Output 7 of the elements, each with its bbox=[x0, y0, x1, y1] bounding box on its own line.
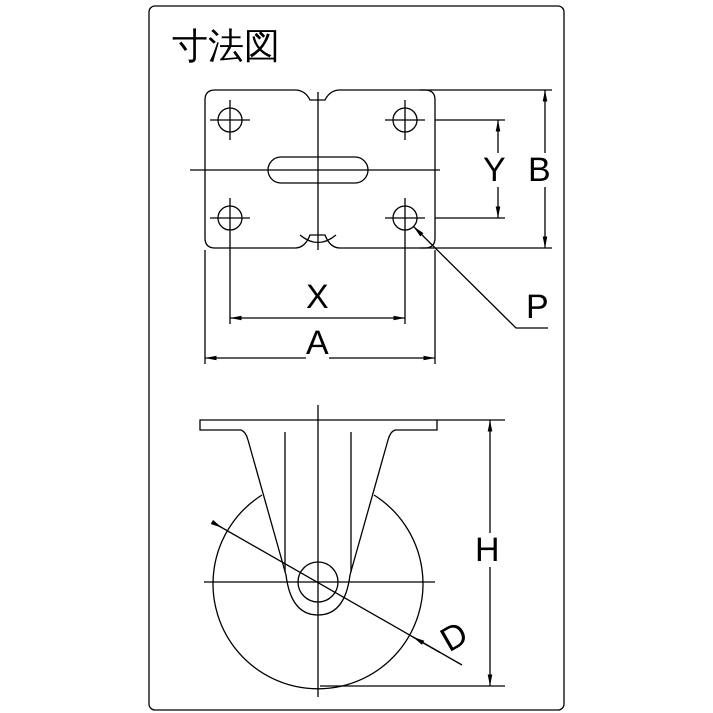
dimension-label: Y bbox=[483, 153, 506, 187]
dimension-label: H bbox=[475, 533, 500, 567]
diagram-title: 寸法図 bbox=[172, 28, 280, 64]
dimension-label: P bbox=[526, 290, 549, 324]
mounting-hole bbox=[392, 205, 418, 231]
dimension-label: B bbox=[528, 153, 551, 187]
leader-line bbox=[413, 226, 548, 329]
